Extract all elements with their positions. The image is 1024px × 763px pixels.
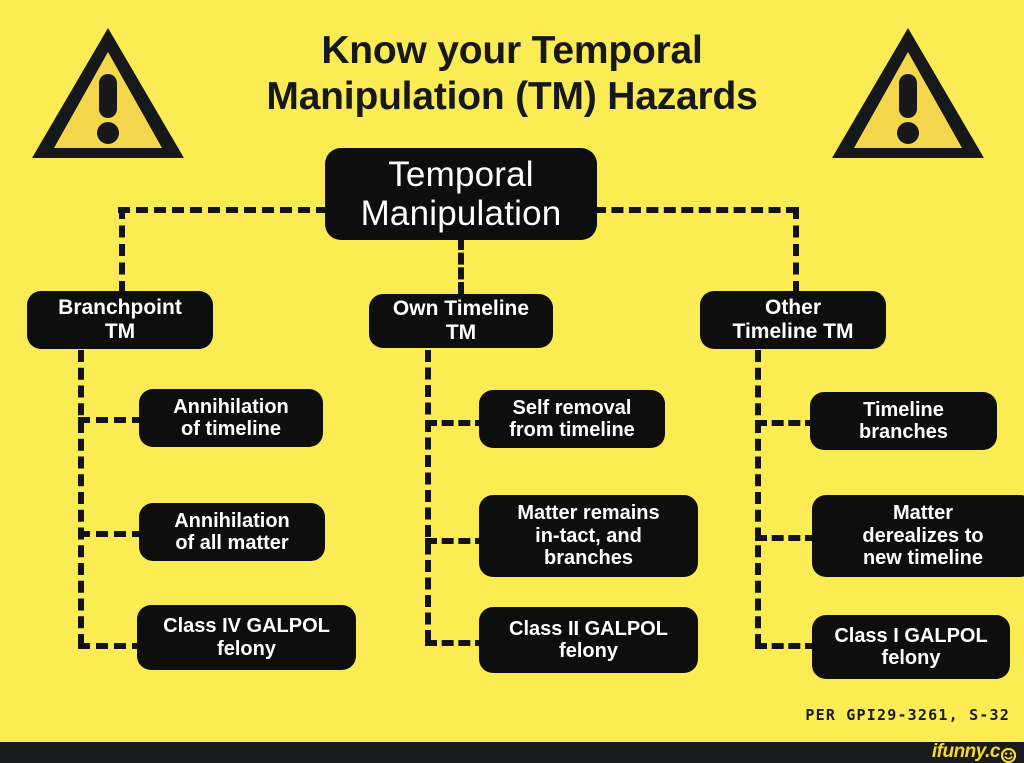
connector-trunk-col-3 xyxy=(755,350,761,646)
reference-code: PER GPI29-3261, S-32 xyxy=(805,706,1010,724)
node-label: Class II GALPOL felony xyxy=(509,617,668,662)
node-label: Class I GALPOL felony xyxy=(834,624,988,669)
node-temporal-manipulation[interactable]: Temporal Manipulation xyxy=(325,148,597,240)
title-line-1: Know your Temporal xyxy=(321,29,703,72)
node-branchpoint-tm[interactable]: Branchpoint TM xyxy=(27,291,213,349)
node-matter-remains-in-tact-and-branches[interactable]: Matter remains in-tact, and branches xyxy=(479,495,698,577)
title-line-2: Manipulation (TM) Hazards xyxy=(266,75,758,119)
node-matter-derealizes-to-new-timeline[interactable]: Matter derealizes to new timeline xyxy=(812,495,1024,577)
node-other-timeline-tm[interactable]: Other Timeline TM xyxy=(700,291,886,349)
watermark-text: ifunny.c xyxy=(931,741,1001,762)
node-class-ii-galpol-felony[interactable]: Class II GALPOL felony xyxy=(479,607,698,673)
warning-triangle-icon xyxy=(28,22,188,164)
connector-root-to-branch-2 xyxy=(458,238,464,294)
node-label: Self removal from timeline xyxy=(509,396,635,441)
connector-leaf-2-2 xyxy=(425,538,487,544)
connector-leaf-3-2 xyxy=(755,535,817,541)
connector-trunk-col-2 xyxy=(425,350,431,642)
connector-leaf-3-3 xyxy=(755,643,817,649)
node-annihilation-of-timeline[interactable]: Annihilation of timeline xyxy=(139,389,323,447)
node-timeline-branches[interactable]: Timeline branches xyxy=(810,392,997,450)
ifunny-watermark: ifunny.c xyxy=(931,741,1017,763)
node-label: Timeline branches xyxy=(859,398,948,443)
connector-leaf-3-1 xyxy=(755,420,817,426)
connector-leaf-2-1 xyxy=(425,420,487,426)
connector-root-bus-left xyxy=(118,207,328,213)
warning-triangle-icon xyxy=(828,22,988,164)
node-label: Other Timeline TM xyxy=(732,296,854,343)
connector-leaf-1-2 xyxy=(78,531,144,537)
node-label: Own Timeline TM xyxy=(392,297,530,344)
node-label: Annihilation of all matter xyxy=(174,509,290,554)
connector-root-to-branch-1 xyxy=(119,207,125,293)
node-class-iv-galpol-felony[interactable]: Class IV GALPOL felony xyxy=(137,605,356,670)
node-label: Class IV GALPOL felony xyxy=(163,615,330,660)
node-label: Annihilation of timeline xyxy=(173,395,289,440)
connector-trunk-col-1 xyxy=(78,350,84,646)
node-self-removal-from-timeline[interactable]: Self removal from timeline xyxy=(479,390,665,448)
node-label: Branchpoint TM xyxy=(58,296,182,343)
node-annihilation-of-all-matter[interactable]: Annihilation of all matter xyxy=(139,503,325,561)
connector-leaf-1-1 xyxy=(78,417,144,423)
page-title: Know your Temporal Manipulation (TM) Haz… xyxy=(190,28,834,120)
connector-root-bus-right xyxy=(594,207,798,213)
connector-root-to-branch-3 xyxy=(793,207,799,293)
node-label: Matter derealizes to new timeline xyxy=(862,502,984,570)
connector-leaf-1-3 xyxy=(78,643,144,649)
bottom-bar xyxy=(0,742,1024,763)
node-own-timeline-tm[interactable]: Own Timeline TM xyxy=(369,294,553,348)
node-label: Matter remains in-tact, and branches xyxy=(517,502,660,570)
smiley-face-icon xyxy=(1000,747,1017,763)
node-label: Temporal Manipulation xyxy=(360,154,562,233)
connector-leaf-2-3 xyxy=(425,640,487,646)
node-class-i-galpol-felony[interactable]: Class I GALPOL felony xyxy=(812,615,1010,679)
